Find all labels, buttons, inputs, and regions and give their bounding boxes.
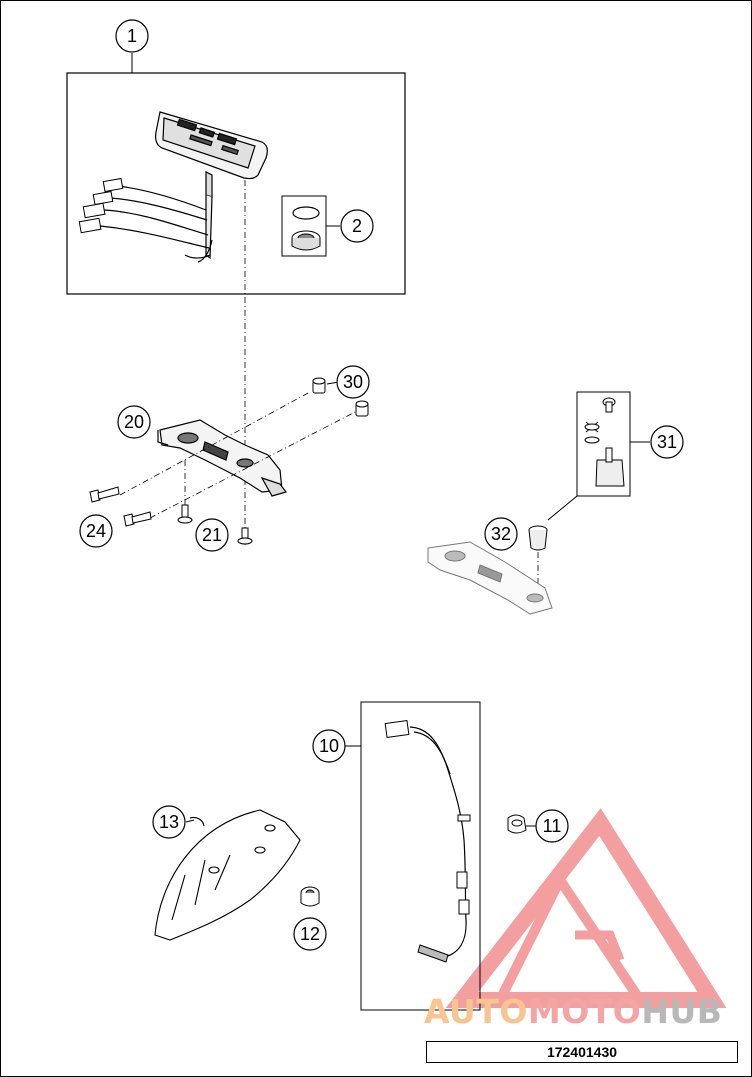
svg-text:12: 12 <box>300 924 320 944</box>
part-number-text: 172401430 <box>546 1044 618 1060</box>
callout-2: 2 <box>340 209 374 243</box>
cable-clip <box>507 814 527 834</box>
svg-text:21: 21 <box>202 525 222 545</box>
callout-24: 24 <box>79 514 113 548</box>
instrument-wiring-harness <box>99 185 213 263</box>
bolts <box>89 486 152 527</box>
svg-text:10: 10 <box>319 736 339 756</box>
svg-text:13: 13 <box>159 812 179 832</box>
reference-bracket <box>427 541 553 615</box>
leader-line-32-box <box>547 495 578 521</box>
watermark-word-hub: HUB <box>641 992 723 1031</box>
svg-text:30: 30 <box>343 372 363 392</box>
sensor-connector-parts <box>384 719 471 963</box>
part-number-label: 172401430 <box>426 1041 738 1063</box>
callout-12: 12 <box>293 917 327 951</box>
speed-sensor-cable <box>409 726 467 959</box>
svg-text:31: 31 <box>657 432 677 452</box>
leader-line-13 <box>185 819 195 823</box>
mounting-detail-box <box>576 391 631 497</box>
svg-text:11: 11 <box>543 816 562 836</box>
o-ring <box>292 206 320 220</box>
watermark-word-moto: MOTO <box>527 992 642 1031</box>
wire-connectors <box>78 177 124 234</box>
callout-bubbles: 1 2 10 11 12 13 20 21 <box>79 19 684 951</box>
watermark-wordmark: AUTOMOTOHUB <box>424 992 744 1032</box>
callout-11: 11 <box>535 809 569 843</box>
callout-21: 21 <box>195 518 229 552</box>
callout-30: 30 <box>336 365 370 399</box>
watermark-logo <box>445 808 727 1008</box>
sensor-ring <box>154 809 301 941</box>
retaining-clip <box>189 816 205 827</box>
callout-10: 10 <box>312 729 346 763</box>
speed-sensor-box <box>360 701 481 1011</box>
instrument-display <box>155 111 268 260</box>
rubber-mount-parts <box>584 397 625 487</box>
callout-32: 32 <box>484 517 518 551</box>
instrument-bracket <box>157 419 288 497</box>
nut <box>300 886 320 907</box>
callout-13: 13 <box>152 805 186 839</box>
screws <box>177 504 253 545</box>
spacer-bushings <box>312 377 369 417</box>
callout-20: 20 <box>117 405 151 439</box>
svg-text:2: 2 <box>352 216 362 236</box>
rubber-bushing <box>528 525 548 551</box>
bolt-assembly-lines <box>119 391 356 519</box>
instrument-assembly-box <box>66 72 406 295</box>
svg-text:1: 1 <box>127 26 137 46</box>
callout-31: 31 <box>650 425 684 459</box>
callout-1: 1 <box>115 19 149 53</box>
svg-text:24: 24 <box>86 521 106 541</box>
svg-text:32: 32 <box>491 524 511 544</box>
watermark-word-auto: AUTO <box>424 992 528 1031</box>
grommet <box>291 230 321 251</box>
svg-text:20: 20 <box>124 412 144 432</box>
